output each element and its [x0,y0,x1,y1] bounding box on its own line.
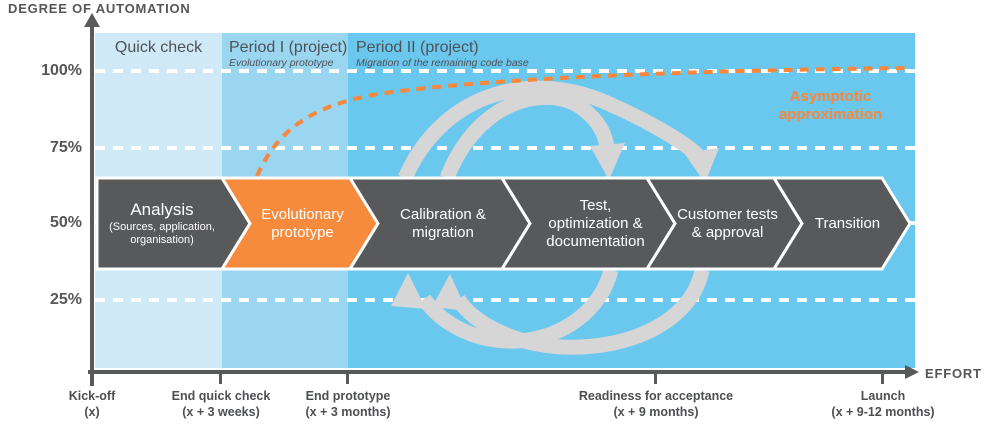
milestone-tick [654,372,657,384]
y-axis-title: DEGREE OF AUTOMATION [8,1,191,16]
asymptotic-annotation-line2: approximation [778,106,883,123]
milestone-launch: Launch (x + 9-12 months) [831,389,935,420]
milestone-end-quick-check: End quick check (x + 3 weeks) [171,389,271,420]
band-subtitle-period-2: Migration of the remaining code base [356,57,529,69]
band-subtitle-period-1: Evolutionary prototype [229,57,334,69]
stage-shape-transition [771,176,912,271]
band-title-period-2: Period II (project) [356,39,479,56]
stage-label-analysis: Analysis (Sources, application, organisa… [109,200,215,246]
arrowhead-up-icon [391,273,426,309]
arrowhead-down-icon [684,148,719,183]
milestone-tick [881,372,884,384]
asymptotic-annotation: Asymptotic approximation [763,88,898,124]
gridline-100 [95,69,915,73]
gridline-75 [95,146,915,150]
milestone-readiness: Readiness for acceptance (x + 9 months) [578,389,734,420]
band-title-period-1: Period I (project) [229,39,348,56]
stage-label-evolutionary-prototype: Evolutionary prototype [261,205,344,241]
gridline-25 [95,298,915,302]
milestone-end-prototype: End prototype (x + 3 months) [305,389,391,420]
y-tick-25: 25% [49,291,82,308]
arrowhead-up-icon [432,274,467,311]
y-tick-50: 50% [49,214,82,231]
stage-label-calibration-migration: Calibration & migration [400,205,486,241]
y-axis-arrowhead-icon [84,13,100,27]
arrowhead-down-icon [590,143,625,180]
iteration-arc-bottom-long [451,268,710,355]
y-tick-75: 75% [49,139,82,156]
y-axis-line [90,26,94,386]
milestone-tick [346,372,349,384]
asymptotic-curve [255,66,913,177]
x-axis-title: EFFORT [925,366,982,381]
iteration-arc-top-long [398,80,705,182]
iteration-arc-top-short [440,89,615,181]
milestone-kick-off: Kick-off (x) [68,389,116,420]
band-title-quick-check: Quick check [114,39,203,56]
x-axis-line [88,370,906,374]
stage-label-transition: Transition [814,214,881,232]
y-tick-100: 100% [41,62,82,79]
asymptotic-annotation-line1: Asymptotic [789,88,872,105]
stage-label-customer-tests: Customer tests & approval [677,205,778,241]
x-axis-arrowhead-icon [905,365,919,379]
stage-label-test-optimization: Test, optimization & documentation [546,196,645,250]
milestone-tick [219,372,222,384]
